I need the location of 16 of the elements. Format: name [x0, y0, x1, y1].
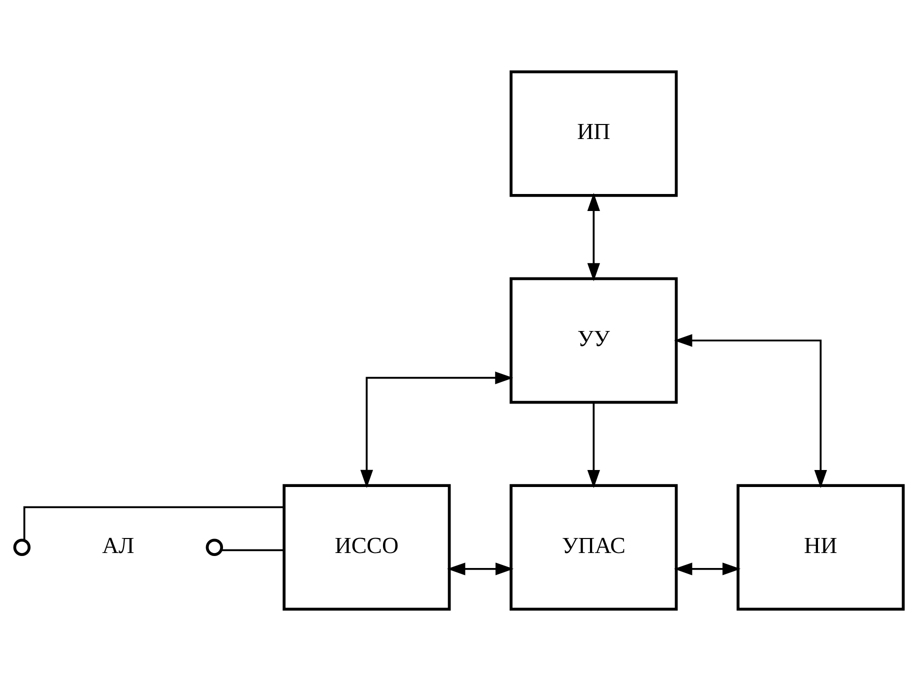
connector [220, 549, 284, 552]
node-box: УУ [509, 277, 678, 404]
node-box: НИ [736, 484, 904, 611]
arrow [586, 192, 600, 282]
arrow [360, 372, 513, 488]
node-circle [12, 538, 30, 556]
arrow [446, 562, 514, 576]
connector [22, 506, 284, 540]
arrow [674, 334, 826, 488]
node-box: ИССО [282, 484, 450, 611]
label: АЛ [102, 532, 134, 558]
node-box: УПАС [509, 484, 678, 611]
node-circle [205, 538, 223, 556]
arrow [586, 402, 600, 488]
arrow [674, 562, 740, 576]
node-box: ИП [509, 70, 678, 197]
